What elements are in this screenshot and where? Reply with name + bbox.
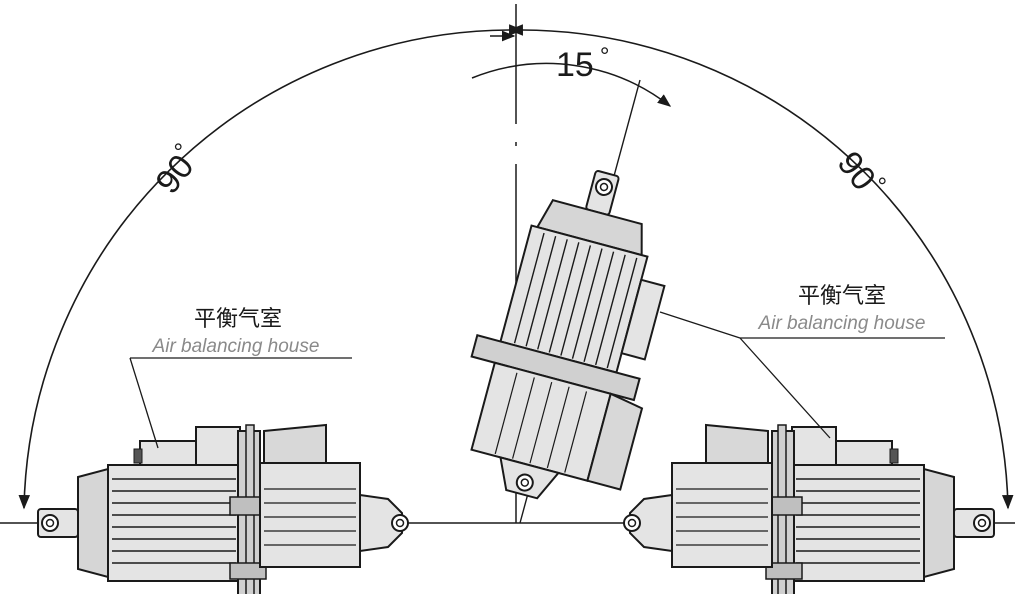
left-label-english: Air balancing house — [152, 336, 320, 357]
left-label-chinese: 平衡气室 — [194, 306, 282, 331]
right-label-english: Air balancing house — [758, 313, 926, 334]
tilt-angle-label: 15° — [556, 43, 609, 84]
right-angle-arc — [509, 24, 1014, 510]
right-leader-line — [739, 337, 831, 439]
left-leader-line — [129, 357, 159, 449]
right-thruster-unit — [623, 424, 995, 594]
right-angle-label: 90° — [830, 143, 892, 206]
tilt-angle-arc — [471, 62, 672, 107]
left-angle-arc — [18, 24, 523, 510]
right-label-chinese: 平衡气室 — [798, 283, 886, 308]
left-thruster-unit — [37, 424, 409, 594]
left-angle-label: 90° — [146, 138, 208, 201]
center-leader-line — [659, 311, 741, 339]
center-thruster-unit — [439, 150, 700, 520]
